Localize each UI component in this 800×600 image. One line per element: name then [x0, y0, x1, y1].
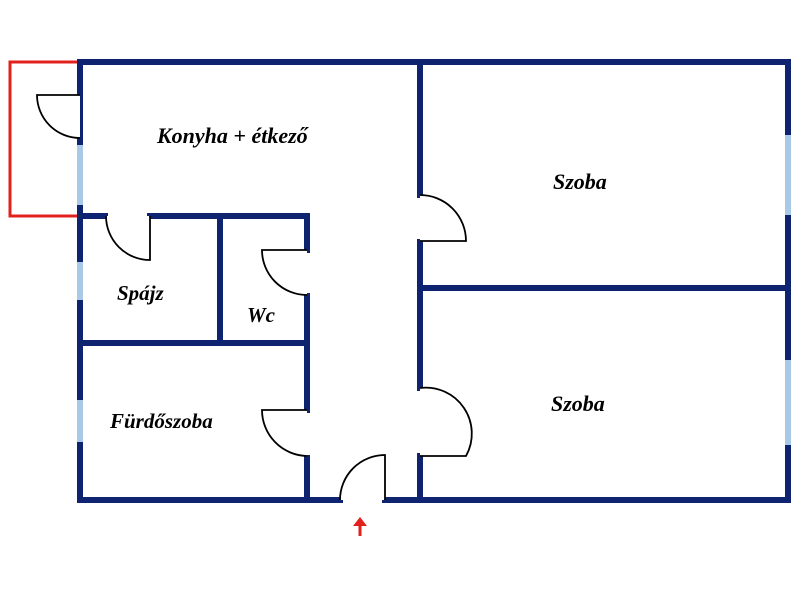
door-pantry — [105, 215, 151, 261]
room-label-room-bottom: Szoba — [551, 391, 605, 416]
up-arrow-icon — [353, 517, 367, 536]
room-label-pantry: Spájz — [117, 281, 165, 305]
door-balcony — [36, 94, 81, 139]
room-label-kitchen: Konyha + étkező — [156, 123, 310, 148]
balcony-outline — [8, 60, 80, 218]
door-room-bottom — [419, 386, 473, 457]
door-wc — [261, 249, 308, 296]
room-label-room-top: Szoba — [553, 169, 607, 194]
door-bathroom — [261, 409, 308, 457]
doors — [36, 94, 473, 501]
door-entrance — [339, 454, 386, 501]
room-label-wc: Wc — [247, 303, 276, 327]
room-label-bathroom: Fürdőszoba — [109, 409, 213, 433]
interior-walls — [77, 59, 791, 503]
door-room-top — [419, 194, 467, 242]
windows — [77, 135, 791, 445]
